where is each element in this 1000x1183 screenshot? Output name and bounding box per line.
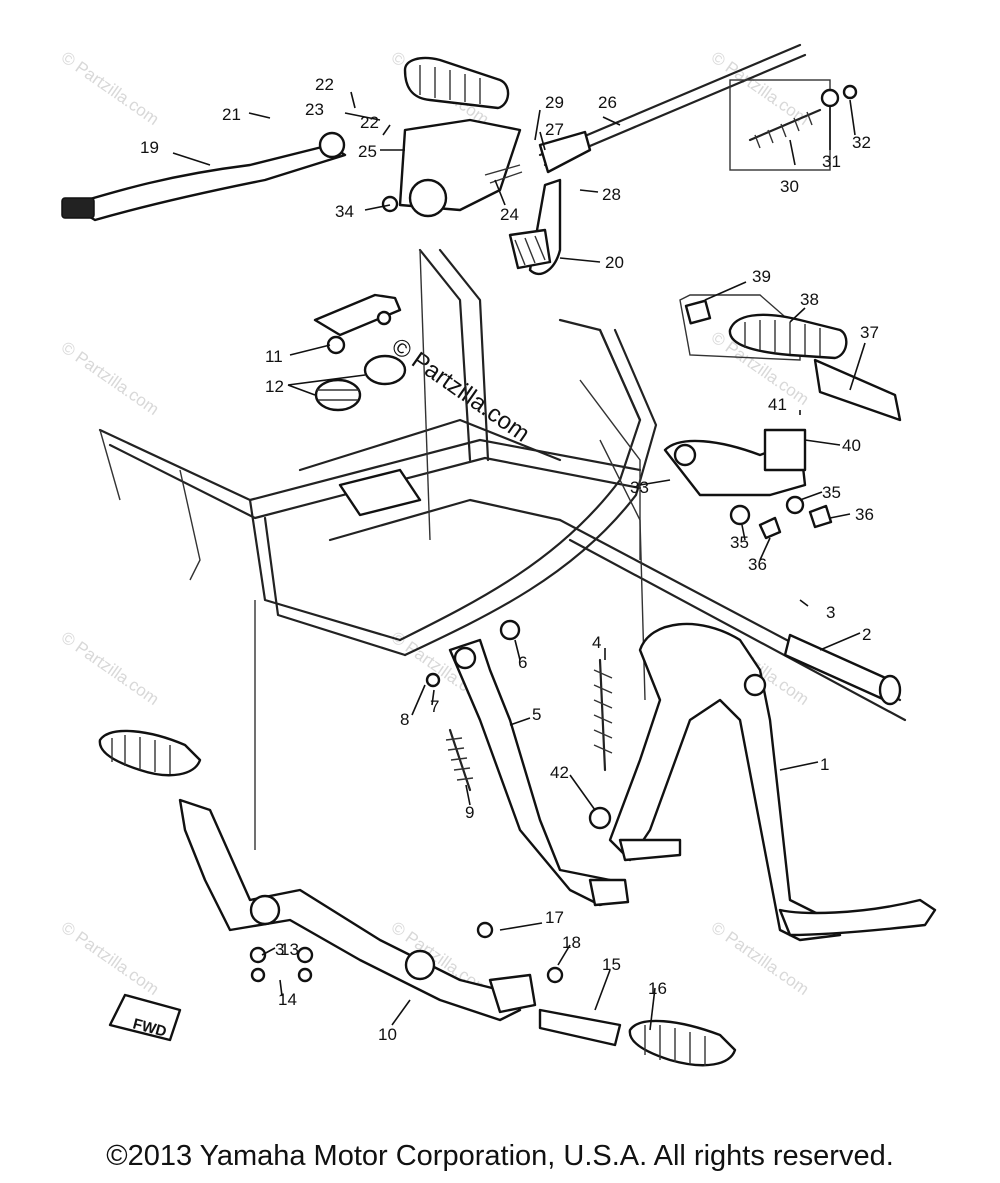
callout-29: 29: [545, 93, 564, 112]
callouts: 1 2 3 3 4 5 6 7 8 9 10 11 12 13 14 15 16…: [140, 75, 879, 1044]
callout-41: 41: [768, 395, 787, 414]
callout-8: 8: [400, 710, 409, 729]
callout-40: 40: [842, 436, 861, 455]
callout-31: 31: [822, 152, 841, 171]
callout-34: 34: [335, 202, 354, 221]
callout-16: 16: [648, 979, 667, 998]
callout-30: 30: [780, 177, 799, 196]
callout-32: 32: [852, 133, 871, 152]
forward-arrow: FWD: [108, 993, 182, 1042]
watermark-center: © Partzilla.com: [387, 333, 535, 448]
callout-7: 7: [430, 697, 439, 716]
callout-6: 6: [518, 653, 527, 672]
callout-3: 3: [275, 940, 284, 959]
callout-2: 2: [862, 625, 871, 644]
callout-37: 37: [860, 323, 879, 342]
watermark: © Partzilla.com: [58, 338, 163, 419]
callout-10: 10: [378, 1025, 397, 1044]
callout-4: 4: [592, 633, 601, 652]
callout-28: 28: [602, 185, 621, 204]
callout-36: 36: [748, 555, 767, 574]
parts-diagram: © Partzilla.com © Partzilla.com © Partzi…: [58, 43, 937, 1067]
callout-18: 18: [562, 933, 581, 952]
callout-19: 19: [140, 138, 159, 157]
callout-42: 42: [550, 763, 569, 782]
callout-13: 13: [280, 940, 299, 959]
callout-11: 11: [265, 347, 283, 366]
watermark: © Partzilla.com: [58, 628, 163, 709]
watermark: © Partzilla.com: [58, 918, 163, 999]
side-stand: [425, 619, 630, 907]
engine-mount: [313, 293, 407, 412]
copyright-notice: ©2013 Yamaha Motor Corporation, U.S.A. A…: [106, 1140, 894, 1172]
brake-pedal-assembly: [61, 131, 347, 222]
callout-25: 25: [358, 142, 377, 161]
leader-lines: [172, 91, 866, 1031]
callout-33: 33: [630, 478, 649, 497]
callout-5: 5: [532, 705, 541, 724]
callout-26: 26: [598, 93, 617, 112]
footrest-bracket-top: [381, 56, 523, 218]
callout-39: 39: [752, 267, 771, 286]
callout-36: 36: [855, 505, 874, 524]
callout-23: 23: [305, 100, 324, 119]
callout-27: 27: [545, 120, 564, 139]
center-stand: [608, 622, 937, 942]
callout-3: 3: [826, 603, 835, 622]
callout-14: 14: [278, 990, 297, 1009]
callout-12: 12: [265, 377, 284, 396]
callout-17: 17: [545, 908, 564, 927]
callout-38: 38: [800, 290, 819, 309]
front-footrest-bar: [98, 729, 737, 1067]
passenger-footrest-right: [663, 294, 902, 540]
motorcycle-frame: [98, 248, 907, 850]
brake-rod: [508, 43, 858, 276]
callout-1: 1: [820, 755, 829, 774]
callout-35: 35: [730, 533, 749, 552]
callout-21: 21: [222, 105, 241, 124]
watermark: © Partzilla.com: [58, 48, 163, 129]
callout-15: 15: [602, 955, 621, 974]
callout-22: 22: [360, 113, 379, 132]
callout-22: 22: [315, 75, 334, 94]
callout-20: 20: [605, 253, 624, 272]
callout-24: 24: [500, 205, 519, 224]
callout-35: 35: [822, 483, 841, 502]
callout-9: 9: [465, 803, 474, 822]
